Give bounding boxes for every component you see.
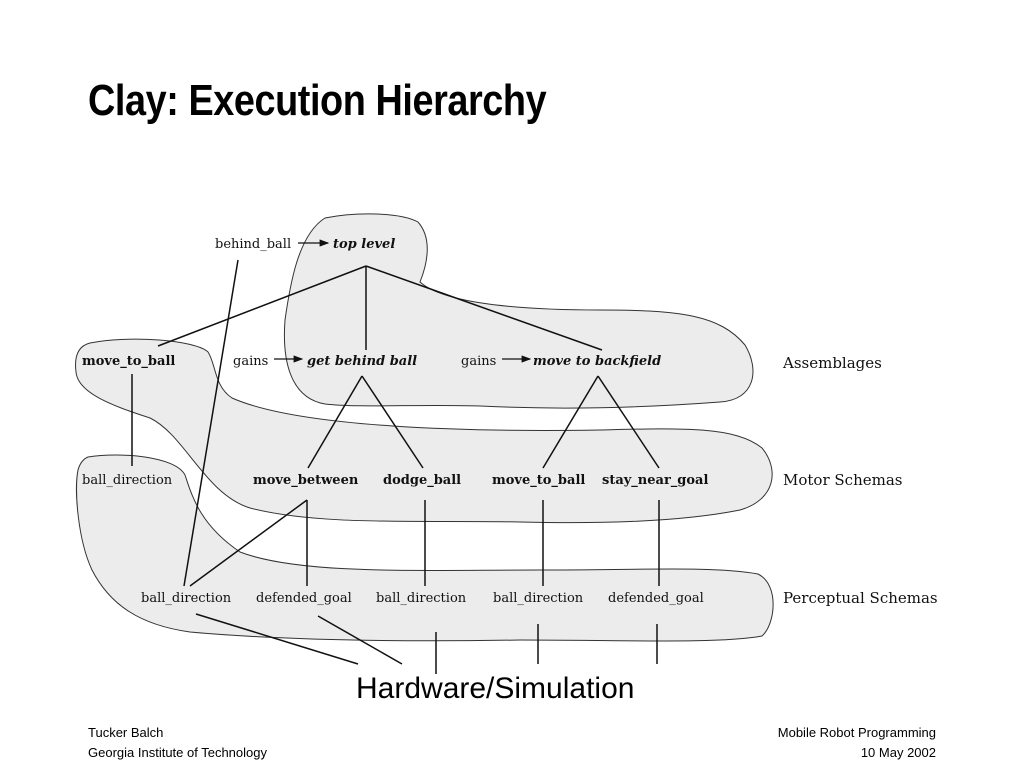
perceptual-schema-label: defended_goal: [608, 591, 704, 606]
move-to-ball-region: [75, 338, 773, 524]
motor-schemas-layer-label: Motor Schemas: [783, 471, 902, 489]
gains-label: gains: [461, 354, 496, 369]
dodge-ball-schema: dodge_ball: [383, 473, 461, 488]
perceptual-schema-label: defended_goal: [256, 591, 352, 606]
perceptual-region: [76, 454, 774, 642]
footer-course: Mobile Robot Programming: [777, 725, 936, 740]
footer-right: Mobile Robot Programming 10 May 2002: [778, 723, 936, 763]
ball-direction-motor: ball_direction: [82, 473, 173, 488]
assemblage-region: [283, 213, 754, 409]
footer-left: Tucker Balch Georgia Institute of Techno…: [88, 723, 267, 763]
behind-ball-input-label: behind_ball: [215, 237, 291, 252]
perceptual-schema-label: ball_direction: [493, 591, 584, 606]
assemblages-layer-label: Assemblages: [782, 354, 882, 372]
move-to-ball-schema: move_to_ball: [492, 473, 585, 488]
move-between-schema: move_between: [253, 473, 359, 488]
hardware-simulation-label: Hardware/Simulation: [356, 672, 635, 705]
get-behind-ball-assemblage: get behind ball: [307, 354, 417, 369]
footer-author: Tucker Balch: [88, 725, 164, 740]
stay-near-goal-schema: stay_near_goal: [602, 473, 708, 488]
page-title: Clay: Execution Hierarchy: [88, 76, 547, 125]
perceptual-schema-label: ball_direction: [376, 591, 467, 606]
footer-institution: Georgia Institute of Technology: [88, 745, 267, 760]
move-to-backfield-assemblage: move to backfield: [533, 354, 661, 369]
move-to-ball-assemblage: move_to_ball: [82, 354, 175, 369]
top-level-label: top level: [333, 237, 395, 252]
perceptual-schema-label: ball_direction: [141, 591, 232, 606]
perceptual-schemas-layer-label: Perceptual Schemas: [783, 589, 938, 607]
footer-date: 10 May 2002: [860, 745, 936, 760]
gains-label: gains: [233, 354, 268, 369]
